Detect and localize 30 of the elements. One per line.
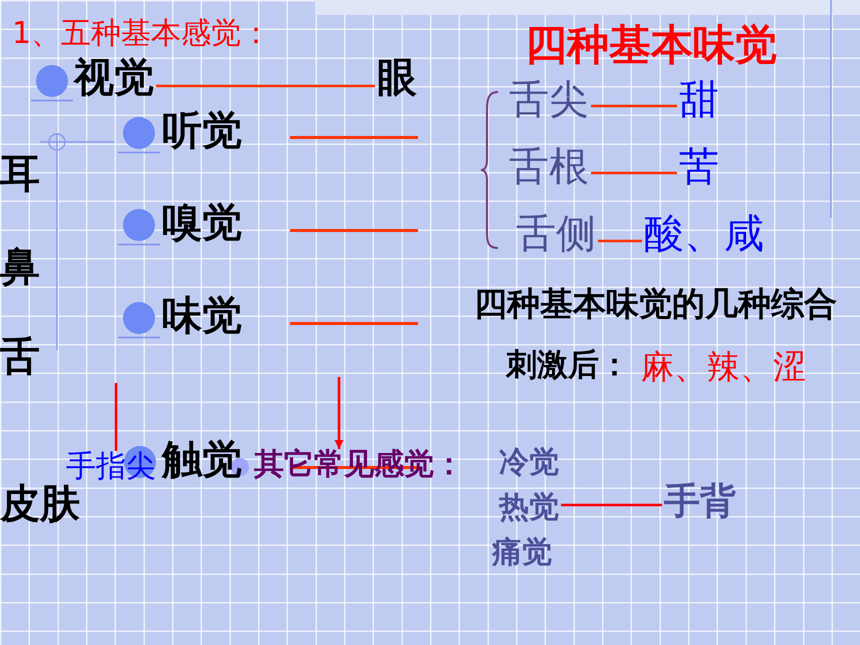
section-heading: 四种基本味觉 [525, 24, 777, 66]
organ-answer: 眼 [377, 58, 417, 98]
tongue-region: 舌侧 [516, 214, 596, 254]
sense-item: 冷觉 [499, 448, 559, 478]
sense-item: 触觉 [162, 440, 242, 480]
taste-name: 酸、咸 [644, 214, 764, 254]
slide-title: 1、五种基本感觉： [12, 19, 272, 49]
answer-text: 手指尖 [66, 452, 156, 482]
sense-item: 嗅觉 [162, 203, 242, 243]
sense-item: 视觉 [74, 58, 154, 98]
sense-item: 痛觉 [492, 538, 552, 568]
connector-line [598, 240, 642, 242]
arrow [334, 377, 344, 449]
taste-list: 麻、辣、涩 [641, 350, 806, 383]
sense-item: 听觉 [162, 111, 242, 151]
connector-line [156, 84, 375, 88]
taste-name: 苦 [679, 147, 719, 187]
tongue-region: 舌根 [509, 147, 589, 187]
tongue-region: 舌尖 [509, 80, 589, 120]
sense-item: 热觉 [499, 493, 559, 523]
connector-line [591, 172, 677, 174]
sense-item: 味觉 [162, 296, 242, 336]
body-part-text: 手背 [664, 484, 736, 520]
connector-line [591, 104, 677, 108]
connector-line [561, 504, 662, 506]
note-text: 四种基本味觉的几种综合 [474, 287, 837, 320]
note-text: 刺激后： [506, 350, 630, 381]
connector-line [114, 383, 118, 451]
taste-name: 甜 [679, 80, 719, 120]
organ-answer: 鼻 [0, 247, 40, 287]
